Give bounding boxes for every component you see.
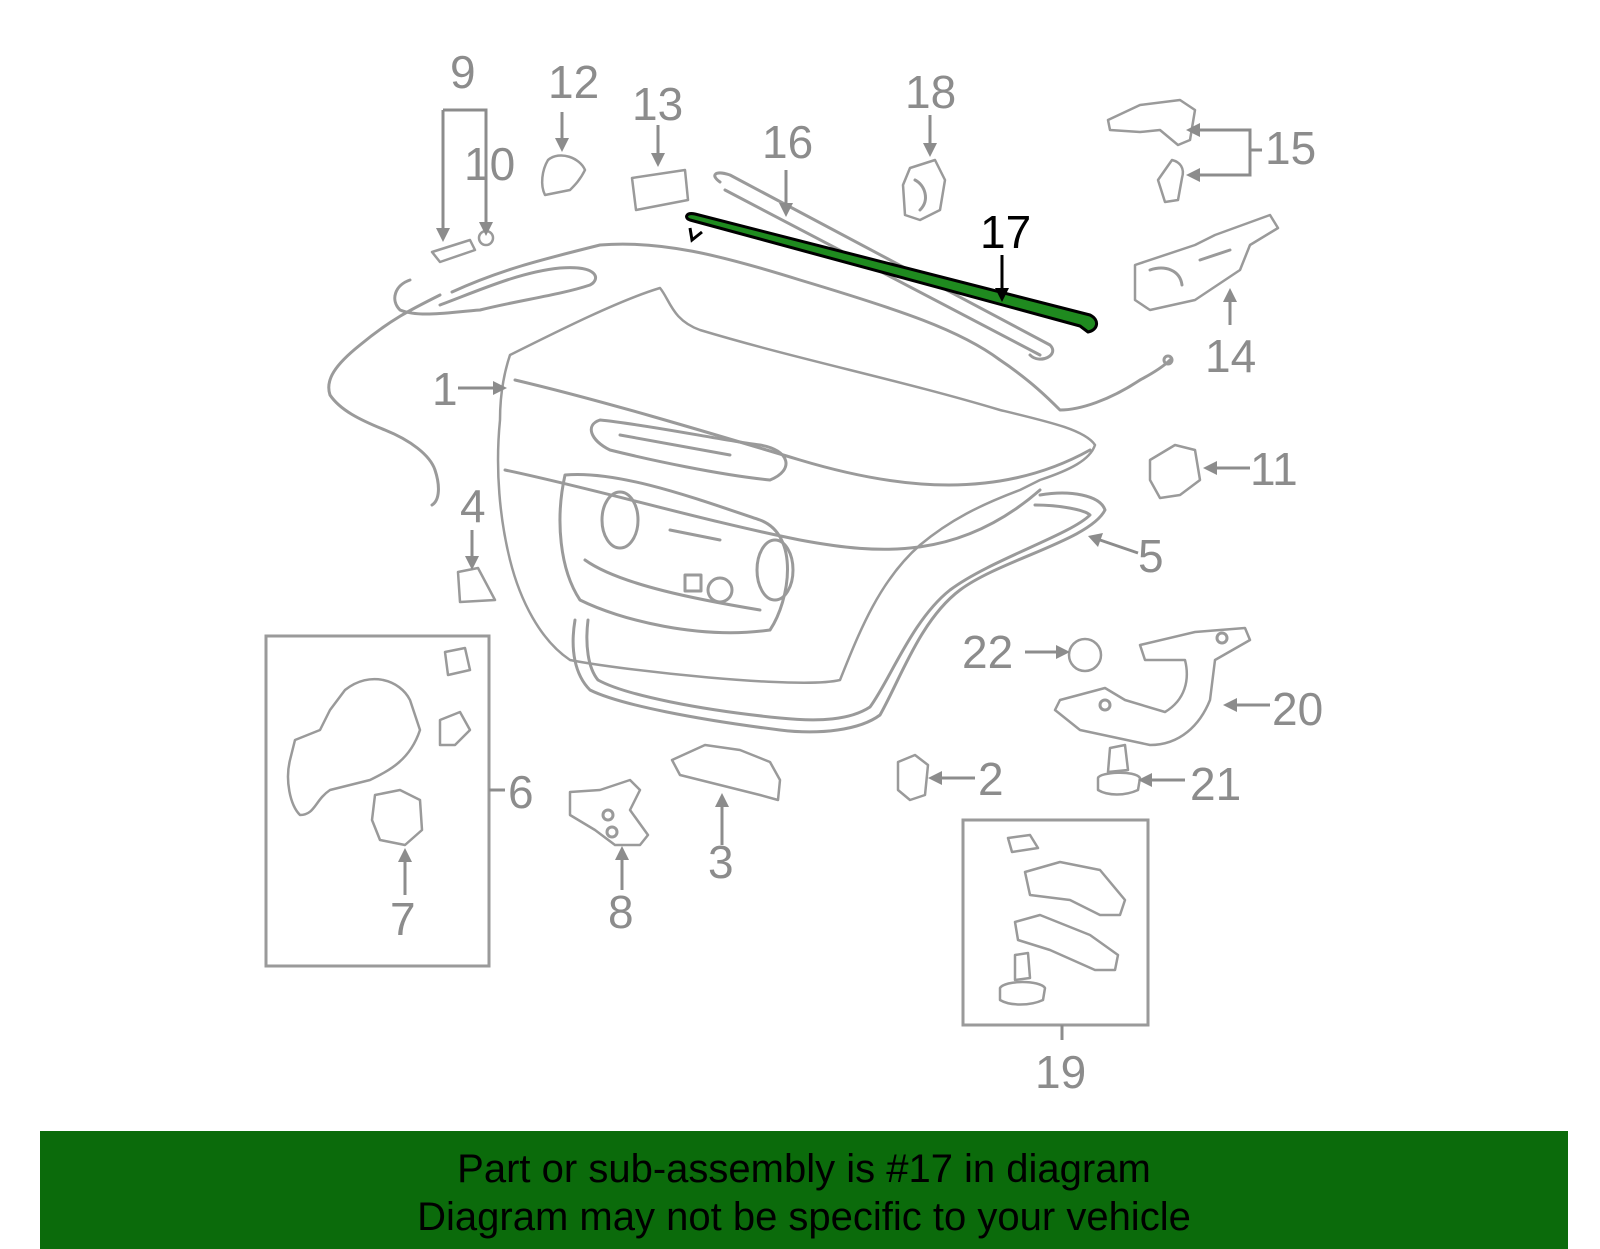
part-12-clip — [540, 112, 587, 197]
part-15-bumper — [1106, 98, 1262, 204]
callout-20: 20 — [1272, 683, 1323, 735]
part-13-pad — [630, 125, 690, 212]
part-21-bolt — [1096, 743, 1185, 796]
callout-18: 18 — [905, 66, 956, 118]
weatherstrip — [571, 491, 1107, 734]
callout-11: 11 — [1250, 443, 1298, 495]
trunk-lid — [496, 286, 1097, 684]
callout-4: 4 — [460, 480, 486, 532]
callout-17: 17 — [980, 206, 1031, 258]
banner-line-1: Part or sub-assembly is #17 in diagram — [457, 1147, 1151, 1191]
lock-assembly-box — [264, 634, 505, 968]
callout-16: 16 — [762, 116, 813, 168]
part-17-torsion-bar-highlighted — [685, 212, 1098, 334]
part-11-clip — [1148, 443, 1250, 500]
part-4-bracket — [456, 530, 497, 604]
callout-15: 15 — [1265, 122, 1316, 174]
callout-21: 21 — [1190, 758, 1241, 810]
part-14-latch — [1133, 213, 1280, 325]
part-2-clip — [896, 753, 975, 802]
callout-14: 14 — [1205, 330, 1256, 382]
callout-5: 5 — [1138, 530, 1164, 582]
part-22-bumper — [1025, 637, 1103, 673]
callout-7: 7 — [390, 893, 416, 945]
callout-1: 1 — [432, 363, 458, 415]
callout-2: 2 — [978, 753, 1004, 805]
callout-13: 13 — [632, 78, 683, 130]
callout-3: 3 — [708, 836, 734, 888]
callout-6: 6 — [508, 766, 534, 818]
info-banner: Part or sub-assembly is #17 in diagram D… — [40, 1131, 1568, 1249]
callout-22: 22 — [962, 626, 1013, 678]
callout-8: 8 — [608, 886, 634, 938]
key-cylinder — [430, 108, 495, 264]
part-3-garnish — [670, 743, 782, 845]
hinge-assembly-box — [961, 818, 1150, 1040]
callout-10: 10 — [464, 138, 515, 190]
part-8-bracket — [568, 778, 650, 890]
release-cable — [327, 242, 1174, 507]
part-20-hinge — [1053, 626, 1270, 747]
callout-12: 12 — [548, 56, 599, 108]
callout-9: 9 — [450, 46, 476, 98]
part-18-bumper — [901, 115, 947, 222]
callout-19: 19 — [1035, 1046, 1086, 1098]
banner-line-2: Diagram may not be specific to your vehi… — [417, 1195, 1191, 1239]
